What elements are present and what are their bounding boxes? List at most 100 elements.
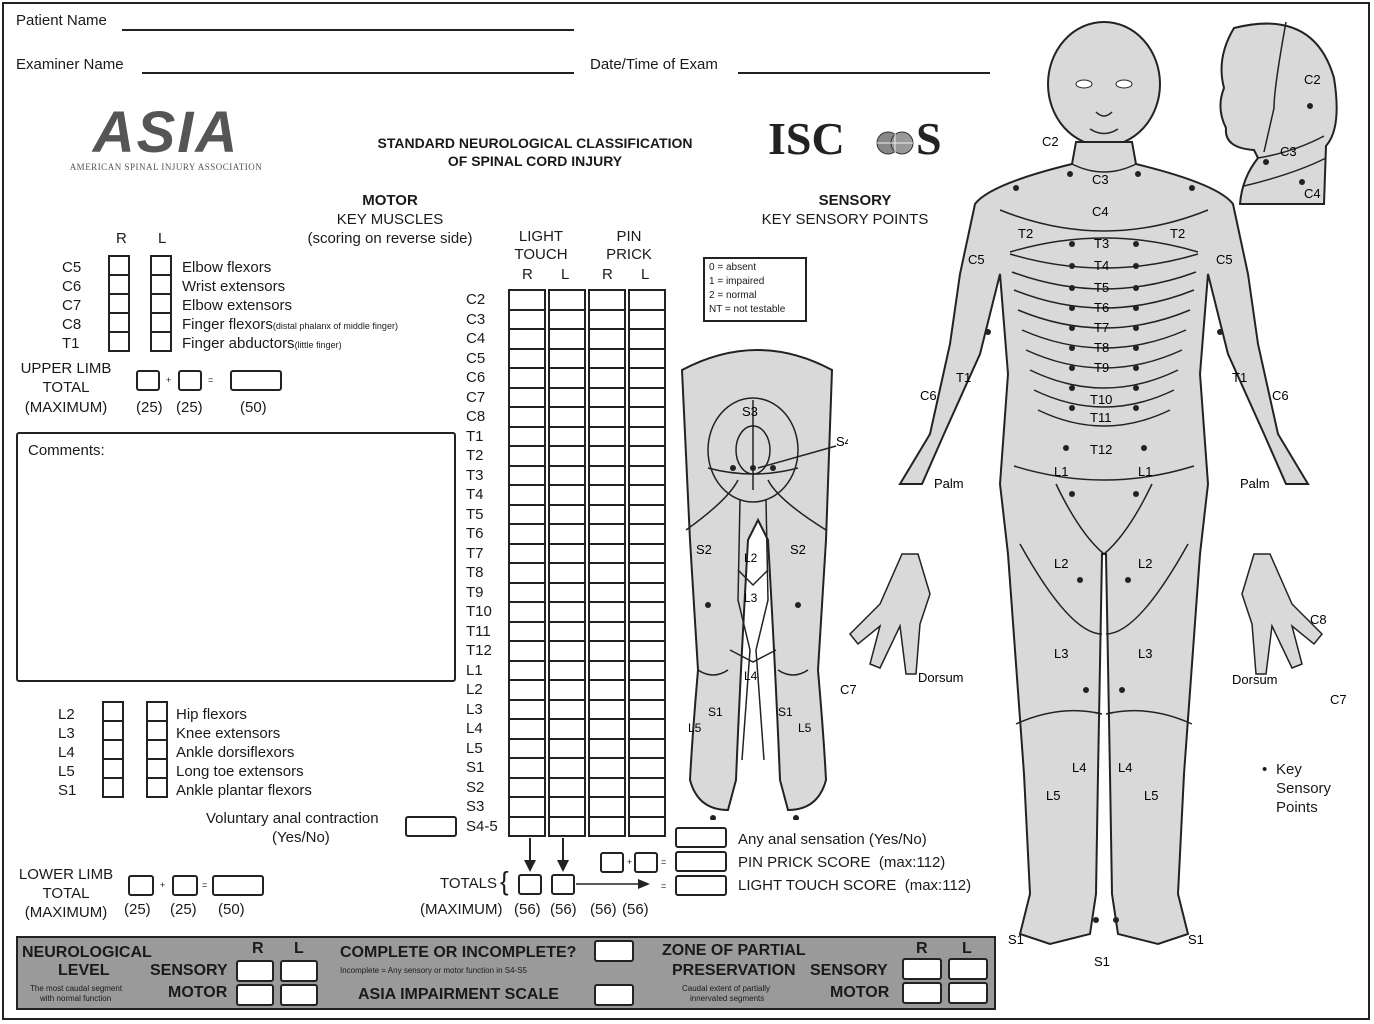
neuro-sensory-l-input[interactable]: [280, 960, 318, 982]
examiner-name-field[interactable]: [142, 72, 574, 74]
zpp-sensory-r-input[interactable]: [902, 958, 942, 980]
pin-prick-r-input[interactable]: [588, 523, 626, 545]
light-touch-r-input[interactable]: [508, 698, 546, 720]
pin-prick-r-input[interactable]: [588, 406, 626, 428]
pin-prick-l-input[interactable]: [628, 425, 666, 447]
pin-prick-r-input[interactable]: [588, 737, 626, 759]
pin-prick-l-input[interactable]: [628, 347, 666, 369]
light-touch-l-input[interactable]: [548, 718, 586, 740]
pin-prick-l-input[interactable]: [628, 484, 666, 506]
pin-prick-l-input[interactable]: [628, 757, 666, 779]
light-touch-r-input[interactable]: [508, 601, 546, 623]
motor-r-input[interactable]: [108, 312, 130, 333]
pin-prick-l-input[interactable]: [628, 289, 666, 311]
pin-prick-l-input[interactable]: [628, 698, 666, 720]
light-touch-r-input[interactable]: [508, 737, 546, 759]
light-touch-l-input[interactable]: [548, 406, 586, 428]
pin-prick-l-input[interactable]: [628, 659, 666, 681]
pin-prick-total-r-input[interactable]: [600, 852, 624, 873]
upper-limb-total-r-input[interactable]: [136, 370, 160, 391]
light-touch-r-input[interactable]: [508, 659, 546, 681]
motor-l-input[interactable]: [150, 293, 172, 314]
light-touch-r-input[interactable]: [508, 581, 546, 603]
motor-r-input[interactable]: [108, 274, 130, 295]
light-touch-l-input[interactable]: [548, 620, 586, 642]
pin-prick-r-input[interactable]: [588, 503, 626, 525]
motor-r-input[interactable]: [102, 777, 124, 798]
lower-limb-total-input[interactable]: [212, 875, 264, 896]
pin-prick-l-input[interactable]: [628, 523, 666, 545]
pin-prick-l-input[interactable]: [628, 503, 666, 525]
motor-r-input[interactable]: [102, 758, 124, 779]
pin-prick-l-input[interactable]: [628, 620, 666, 642]
ais-input[interactable]: [594, 984, 634, 1006]
motor-r-input[interactable]: [108, 293, 130, 314]
light-touch-r-input[interactable]: [508, 445, 546, 467]
motor-l-input[interactable]: [146, 777, 168, 798]
pin-prick-r-input[interactable]: [588, 484, 626, 506]
pin-prick-r-input[interactable]: [588, 815, 626, 837]
pin-prick-r-input[interactable]: [588, 562, 626, 584]
motor-l-input[interactable]: [150, 255, 172, 276]
light-touch-r-input[interactable]: [508, 308, 546, 330]
light-touch-l-input[interactable]: [548, 757, 586, 779]
light-touch-l-input[interactable]: [548, 503, 586, 525]
light-touch-l-input[interactable]: [548, 289, 586, 311]
pin-prick-r-input[interactable]: [588, 601, 626, 623]
comments-box[interactable]: Comments:: [16, 432, 456, 682]
motor-l-input[interactable]: [150, 312, 172, 333]
motor-l-input[interactable]: [146, 701, 168, 722]
light-touch-r-input[interactable]: [508, 523, 546, 545]
pin-prick-score-input[interactable]: [675, 851, 727, 872]
light-touch-l-input[interactable]: [548, 737, 586, 759]
pin-prick-l-input[interactable]: [628, 737, 666, 759]
pin-prick-total-l-input[interactable]: [634, 852, 658, 873]
light-touch-r-input[interactable]: [508, 484, 546, 506]
date-time-field[interactable]: [738, 72, 990, 74]
light-touch-r-input[interactable]: [508, 679, 546, 701]
zpp-motor-r-input[interactable]: [902, 982, 942, 1004]
light-touch-r-input[interactable]: [508, 386, 546, 408]
patient-name-field[interactable]: [122, 29, 574, 31]
pin-prick-l-input[interactable]: [628, 445, 666, 467]
pin-prick-r-input[interactable]: [588, 796, 626, 818]
pin-prick-r-input[interactable]: [588, 718, 626, 740]
pin-prick-l-input[interactable]: [628, 640, 666, 662]
light-touch-l-input[interactable]: [548, 562, 586, 584]
light-touch-l-input[interactable]: [548, 640, 586, 662]
light-touch-l-input[interactable]: [548, 328, 586, 350]
pin-prick-r-input[interactable]: [588, 328, 626, 350]
pin-prick-r-input[interactable]: [588, 757, 626, 779]
pin-prick-l-input[interactable]: [628, 679, 666, 701]
pin-prick-l-input[interactable]: [628, 601, 666, 623]
light-touch-l-input[interactable]: [548, 386, 586, 408]
light-touch-r-input[interactable]: [508, 562, 546, 584]
motor-r-input[interactable]: [102, 701, 124, 722]
pin-prick-r-input[interactable]: [588, 698, 626, 720]
pin-prick-l-input[interactable]: [628, 328, 666, 350]
light-touch-r-input[interactable]: [508, 347, 546, 369]
pin-prick-r-input[interactable]: [588, 347, 626, 369]
pin-prick-r-input[interactable]: [588, 425, 626, 447]
motor-r-input[interactable]: [108, 331, 130, 352]
pin-prick-r-input[interactable]: [588, 367, 626, 389]
pin-prick-l-input[interactable]: [628, 542, 666, 564]
pin-prick-l-input[interactable]: [628, 367, 666, 389]
pin-prick-l-input[interactable]: [628, 562, 666, 584]
motor-l-input[interactable]: [150, 274, 172, 295]
motor-r-input[interactable]: [108, 255, 130, 276]
light-touch-l-input[interactable]: [548, 445, 586, 467]
light-touch-r-input[interactable]: [508, 328, 546, 350]
pin-prick-l-input[interactable]: [628, 308, 666, 330]
light-touch-total-r-input[interactable]: [518, 874, 542, 895]
pin-prick-l-input[interactable]: [628, 406, 666, 428]
neuro-motor-l-input[interactable]: [280, 984, 318, 1006]
pin-prick-r-input[interactable]: [588, 679, 626, 701]
pin-prick-r-input[interactable]: [588, 542, 626, 564]
light-touch-l-input[interactable]: [548, 679, 586, 701]
light-touch-l-input[interactable]: [548, 581, 586, 603]
pin-prick-r-input[interactable]: [588, 308, 626, 330]
light-touch-r-input[interactable]: [508, 464, 546, 486]
pin-prick-r-input[interactable]: [588, 289, 626, 311]
motor-r-input[interactable]: [102, 720, 124, 741]
